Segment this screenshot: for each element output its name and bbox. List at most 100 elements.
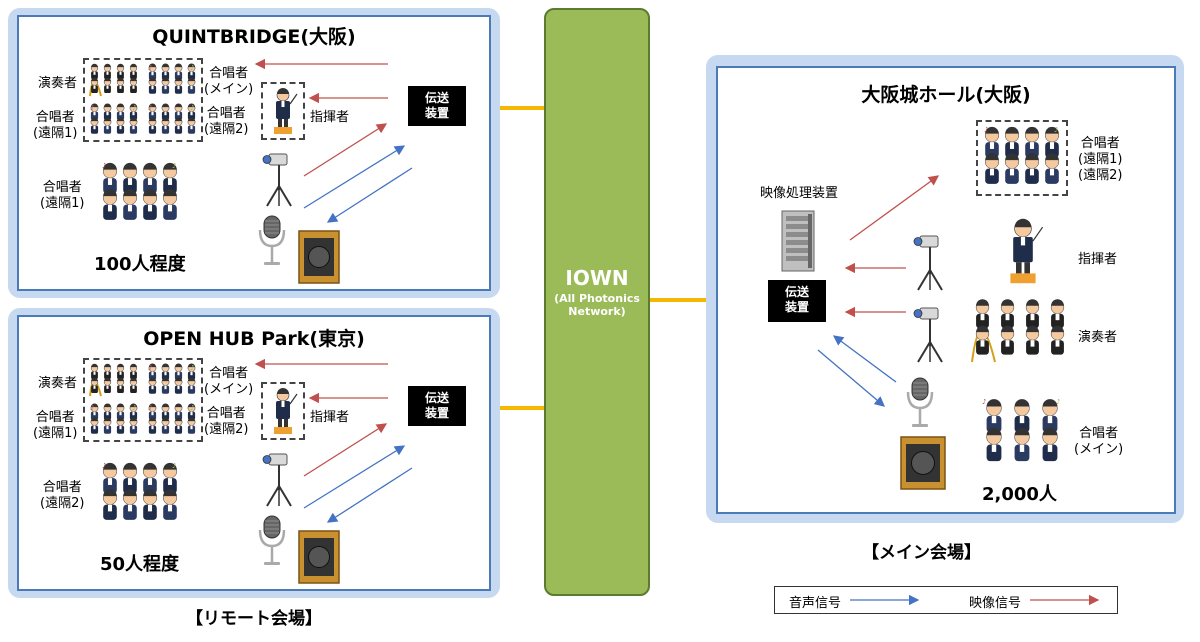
legend: 音声信号 映像信号 <box>774 586 1118 614</box>
audio-arrow <box>303 145 406 209</box>
choir-icon: ♪♪ <box>88 402 140 438</box>
choir-icon: ♪♪ <box>100 160 180 228</box>
iown-network: IOWN (All Photonics Network) <box>544 8 650 596</box>
svg-text:♪: ♪ <box>148 64 152 72</box>
local-choir-text: 合唱者 <box>42 180 82 195</box>
choir-icon: ♪♪ <box>982 124 1062 192</box>
svg-text:♪: ♪ <box>982 398 986 406</box>
camera-icon <box>262 152 296 208</box>
orchestra-icon <box>88 62 140 98</box>
choir-remote2-sub: (遠隔2) <box>204 122 249 137</box>
transmission-device: 伝送 装置 <box>768 280 826 322</box>
orchestra-icon <box>88 362 140 398</box>
transmission-device: 伝送 装置 <box>408 386 466 426</box>
transmission-device: 伝送 装置 <box>408 86 466 126</box>
audio-arrow <box>817 349 885 407</box>
microphone-icon <box>258 514 286 568</box>
quintbridge-arrows <box>254 58 413 223</box>
openhub-frame <box>17 315 491 591</box>
device-text1: 伝送 <box>784 285 809 299</box>
svg-text:♪: ♪ <box>1054 126 1058 134</box>
conductor-icon <box>266 386 300 436</box>
remote-choir-text: 合唱者 <box>1080 136 1120 151</box>
choir-icon: ♪♪ <box>146 62 198 98</box>
camera-icon <box>912 234 948 292</box>
video-processor-label: 映像処理装置 <box>760 186 839 201</box>
choir-remote2-label: 合唱者 (遠隔2) <box>204 406 248 438</box>
conductor-screen <box>261 382 305 440</box>
choir-remote1-sub: (遠隔1) <box>33 426 78 441</box>
svg-text:♪: ♪ <box>102 462 106 470</box>
choir-remote1-label: 合唱者 (遠隔1) <box>33 110 77 142</box>
performers-label: 演奏者 <box>38 376 78 391</box>
choir-remote1-text: 合唱者 <box>35 410 75 425</box>
video-arrow <box>303 423 388 477</box>
main-venue-caption: 【メイン会場】 <box>862 543 981 563</box>
iown-title: IOWN <box>565 266 629 290</box>
video-arrow <box>303 123 388 177</box>
quintbridge-frame <box>17 15 491 291</box>
choir-remote1-sub: (遠隔1) <box>33 126 78 141</box>
attendance-count: 50人程度 <box>100 554 180 575</box>
camera-icon <box>912 306 948 364</box>
svg-text:♪: ♪ <box>90 104 94 112</box>
local-choir-sub: (遠隔1) <box>40 196 85 211</box>
conductor-label: 指揮者 <box>310 110 350 125</box>
local-choir-label: 合唱者 (遠隔1) <box>40 180 84 212</box>
link-quintbridge-iown <box>466 106 546 110</box>
svg-text:♪: ♪ <box>148 364 152 372</box>
iown-subtitle-1: (All Photonics <box>554 292 640 305</box>
svg-text:♪: ♪ <box>102 162 106 170</box>
choir-remote2-text: 合唱者 <box>206 406 246 421</box>
choir-icon: ♪♪ <box>146 362 198 398</box>
main-choir-sub: (メイン) <box>1074 442 1124 457</box>
device-text1: 伝送 <box>424 391 449 405</box>
speaker-icon <box>900 436 946 490</box>
link-openhub-iown <box>466 406 546 410</box>
conductor-label: 指揮者 <box>1078 252 1118 267</box>
choir-remote2-sub: (遠隔2) <box>204 422 249 437</box>
choir-icon: ♪♪ <box>88 102 140 138</box>
svg-text:♪: ♪ <box>132 404 136 412</box>
choir-remote1-text: 合唱者 <box>35 110 75 125</box>
svg-text:♪: ♪ <box>148 404 152 412</box>
choir-main-label: 合唱者 (メイン) <box>204 366 253 398</box>
remote-choir-sub1: (遠隔1) <box>1078 152 1123 167</box>
choir-main-label: 合唱者 (メイン) <box>204 66 253 98</box>
openhub-arrows <box>254 358 413 523</box>
remote-choir-label: 合唱者 (遠隔1) (遠隔2) <box>1078 136 1122 184</box>
microphone-icon <box>258 214 286 268</box>
choir-remote2-text: 合唱者 <box>206 106 246 121</box>
speaker-icon <box>298 530 340 584</box>
device-text2: 装置 <box>784 300 809 314</box>
choir-icon: ♪♪ <box>100 460 180 528</box>
svg-text:♪: ♪ <box>984 126 988 134</box>
svg-text:♪: ♪ <box>1056 398 1060 406</box>
attendance-count: 2,000人 <box>982 484 1057 505</box>
remote-choir-sub2: (遠隔2) <box>1078 168 1123 183</box>
choir-main-sub: (メイン) <box>204 82 254 97</box>
conductor-icon <box>1000 216 1046 286</box>
local-choir-label: 合唱者 (遠隔2) <box>40 480 84 512</box>
audio-arrow <box>303 445 406 509</box>
svg-text:♪: ♪ <box>190 364 194 372</box>
remote-venue-caption: 【リモート会場】 <box>186 609 322 629</box>
choir-icon: ♪♪ <box>980 396 1064 470</box>
attendance-count: 100人程度 <box>94 254 186 275</box>
svg-text:♪: ♪ <box>148 104 152 112</box>
main-choir-text: 合唱者 <box>1079 426 1119 441</box>
main-venue-arrows <box>817 175 940 407</box>
remote-screen-grid <box>83 58 203 142</box>
audio-arrow <box>832 335 897 383</box>
server-icon <box>780 210 816 272</box>
svg-text:♪: ♪ <box>172 162 176 170</box>
device-text2: 装置 <box>424 406 449 420</box>
performers-label: 演奏者 <box>1078 330 1118 345</box>
choir-icon: ♪♪ <box>146 402 198 438</box>
quintbridge-title: QUINTBRIDGE(大阪) <box>152 26 356 48</box>
remote-choir-screen <box>976 120 1068 196</box>
conductor-icon <box>266 86 300 136</box>
main-choir-label: 合唱者 (メイン) <box>1074 426 1123 458</box>
choir-main-text: 合唱者 <box>209 366 249 381</box>
